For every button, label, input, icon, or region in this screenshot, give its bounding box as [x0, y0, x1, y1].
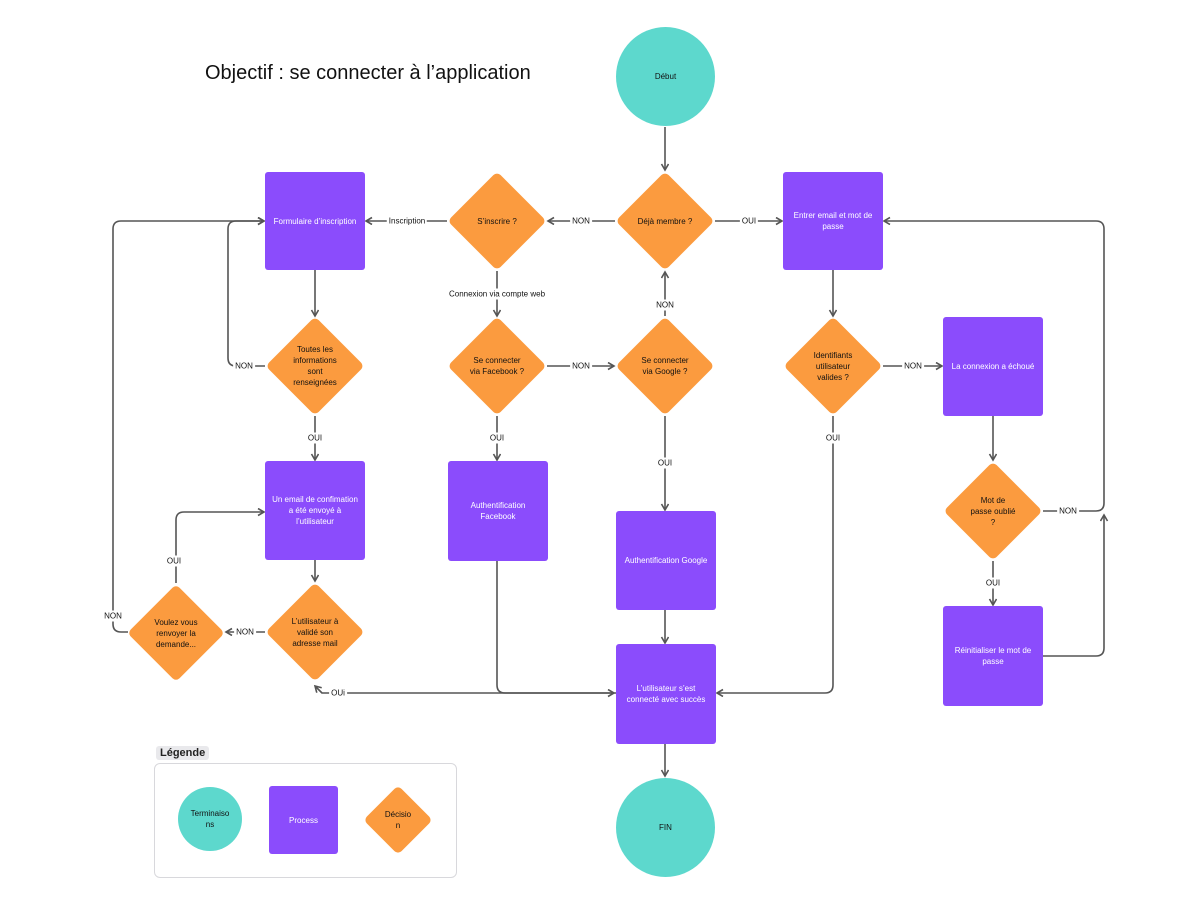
process-label: Formulaire d’inscription — [273, 216, 357, 226]
decision-label: Se connecter via Google ? — [641, 356, 689, 376]
legend-process: Process — [269, 786, 338, 854]
decision-label: Voulez vous renvoyer la demande... — [154, 617, 198, 649]
edge-renvoyer-oui — [175, 512, 264, 583]
process-label: Authentification Google — [624, 556, 708, 565]
process-auth-google: Authentification Google — [616, 511, 716, 610]
decision-infos-renseignees: Toutes les informations sont renseignées — [265, 316, 365, 416]
edge-label-oui: OUI — [487, 432, 507, 444]
edge-authfb-to-succes — [496, 561, 614, 693]
process-label: Entrer email et mot de passe — [793, 211, 873, 231]
process-entrer-email: Entrer email et mot de passe — [783, 172, 883, 270]
end-terminal: FIN — [616, 778, 715, 877]
process-auth-facebook: Authentification Facebook — [448, 461, 548, 561]
edge-infos-non — [227, 221, 265, 367]
edge-oublie-non — [884, 221, 1105, 512]
edge-renvoyer-non — [112, 221, 264, 633]
start-label: Début — [654, 72, 677, 81]
edge-label-non: NON — [570, 360, 592, 372]
legend-terminal-label: Terminaisons — [190, 809, 230, 829]
edge-identifiants-oui — [717, 416, 834, 693]
process-formulaire-inscription: Formulaire d’inscription — [265, 172, 365, 270]
edge-label-non: NON — [654, 299, 676, 311]
decision-label: Toutes les informations sont renseignées — [293, 345, 337, 387]
decision-label: L’utilisateur à validé son adresse mail — [291, 616, 339, 648]
decision-label: Identifiants utilisateur valides ? — [813, 350, 853, 382]
edge-reinit-to-top — [1043, 515, 1104, 657]
process-connexion-echouee: La connexion a échoué — [943, 317, 1043, 416]
edge-label-non: NON — [102, 610, 124, 622]
edge-label-oui: OUI — [164, 555, 184, 567]
edge-label-inscription: Inscription — [386, 215, 428, 227]
edge-label-non: NON — [233, 360, 255, 372]
end-label: FIN — [659, 823, 672, 832]
process-label: Un email de confimation a été envoyé à l… — [272, 495, 358, 526]
decision-label: Déjà membre ? — [637, 216, 693, 226]
edge-label-non: NON — [234, 626, 256, 638]
legend-terminal: Terminaisons — [178, 787, 242, 851]
edge-label-non: NON — [1057, 505, 1079, 517]
decision-label: Se connecter via Facebook ? — [469, 356, 525, 376]
process-label: La connexion a échoué — [951, 362, 1035, 371]
edge-label-non: NON — [570, 215, 592, 227]
legend-process-label: Process — [289, 815, 318, 825]
legend-decision: Décision — [363, 785, 433, 855]
process-reinitialiser: Réinitialiser le mot de passe — [943, 606, 1043, 706]
process-label: Réinitialiser le mot de passe — [954, 646, 1032, 666]
edge-label-connexion-web: Connexion via compte web — [446, 288, 548, 300]
decision-google: Se connecter via Google ? — [615, 316, 715, 416]
edge-label-oui: OUI — [305, 432, 325, 444]
process-label: Authentification Facebook — [470, 501, 526, 521]
decision-facebook: Se connecter via Facebook ? — [447, 316, 547, 416]
decision-identifiants: Identifiants utilisateur valides ? — [783, 316, 883, 416]
decision-adresse-validee: L’utilisateur à validé son adresse mail — [265, 582, 365, 682]
process-label: L’utilisateur s’est connecté avec succès — [626, 684, 706, 704]
decision-mot-de-passe-oublie: Mot de passe oublié ? — [943, 461, 1043, 561]
edge-label-oui: OUI — [983, 577, 1003, 589]
process-email-confirmation: Un email de confimation a été envoyé à l… — [265, 461, 365, 560]
edge-label-oui: OUI — [823, 432, 843, 444]
decision-sinscrire: S’inscrire ? — [447, 171, 547, 271]
decision-label: Mot de passe oublié ? — [970, 495, 1016, 527]
decision-renvoyer-demande: Voulez vous renvoyer la demande... — [127, 584, 225, 682]
legend-title: Légende — [156, 746, 210, 760]
edge-label-oui: OUi — [329, 687, 347, 699]
edge-label-non: NON — [902, 360, 924, 372]
process-connecte-succes: L’utilisateur s’est connecté avec succès — [616, 644, 716, 744]
legend-decision-label: Décision — [384, 810, 412, 830]
decision-deja-membre: Déjà membre ? — [615, 171, 715, 271]
decision-label: S’inscrire ? — [477, 216, 517, 226]
diagram-title: Objectif : se connecter à l’application — [205, 62, 531, 84]
edge-label-oui: OUI — [739, 215, 759, 227]
start-terminal: Début — [616, 27, 715, 126]
edge-label-oui: OUI — [655, 457, 675, 469]
edge-valide-oui — [315, 686, 616, 694]
